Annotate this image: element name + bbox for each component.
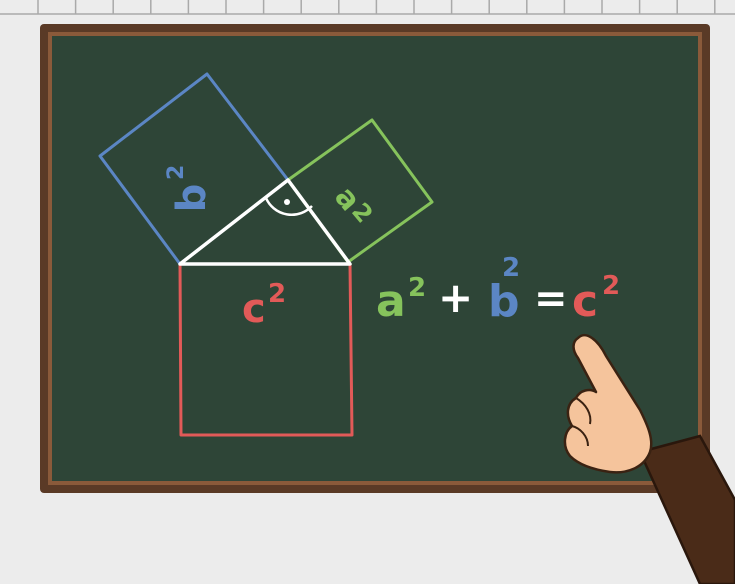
top-ruler bbox=[0, 0, 735, 15]
sleeve bbox=[638, 434, 735, 584]
label-c-squared: c 2 bbox=[242, 279, 286, 332]
label-c: c bbox=[242, 286, 266, 332]
formula-a-exp: 2 bbox=[408, 273, 426, 303]
formula-c-exp: 2 bbox=[602, 271, 620, 301]
right-triangle bbox=[178, 178, 352, 266]
label-b-squared: b 2 bbox=[164, 165, 215, 213]
label-b: b bbox=[169, 184, 215, 213]
finger-crease bbox=[571, 397, 592, 447]
pythagorean-formula: a 2 + b 2 = c 2 bbox=[376, 253, 620, 327]
formula-c: c bbox=[572, 276, 598, 327]
formula-b-exp: 2 bbox=[502, 253, 520, 283]
formula-b: b bbox=[488, 276, 520, 327]
formula-equals: = bbox=[534, 276, 568, 322]
right-angle-dot bbox=[284, 199, 290, 205]
formula-a: a bbox=[376, 276, 406, 327]
label-b-exp: 2 bbox=[164, 165, 189, 180]
right-angle-marker bbox=[264, 197, 313, 216]
label-c-exp: 2 bbox=[268, 279, 286, 309]
pointing-hand bbox=[563, 333, 735, 584]
formula-plus: + bbox=[438, 273, 473, 322]
